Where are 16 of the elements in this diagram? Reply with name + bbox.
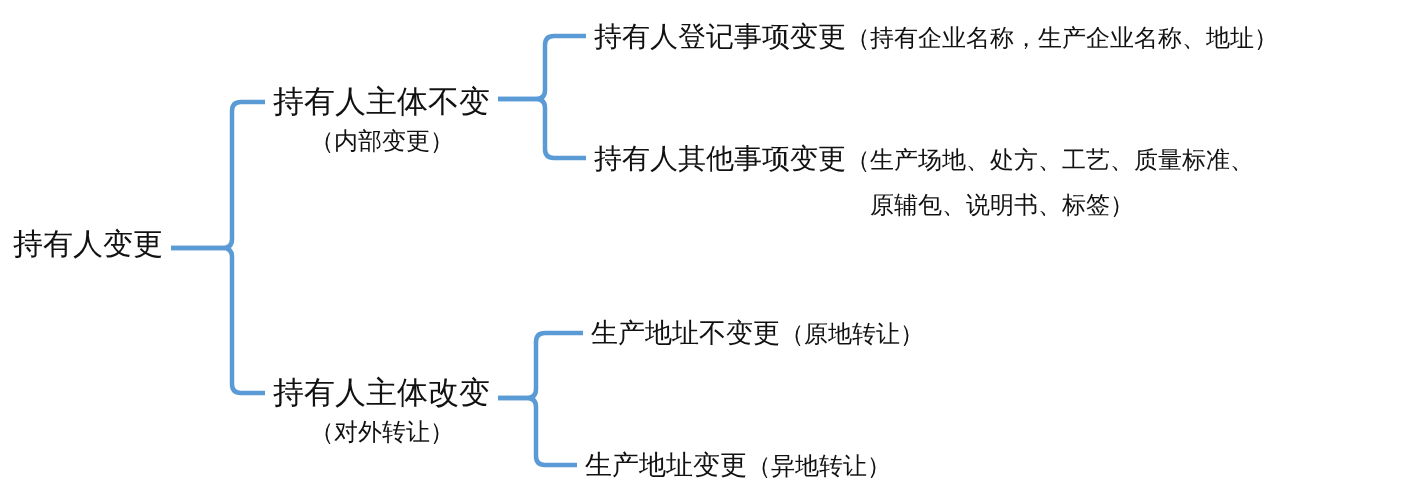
- brace-connector: [171, 245, 265, 396]
- branch-label: 持有人主体改变: [273, 374, 490, 412]
- brace-connector: [498, 395, 577, 468]
- branch-label: 持有人主体不变: [273, 83, 490, 121]
- detail-text: （持有企业名称，生产企业名称、地址）: [846, 23, 1278, 53]
- detail-text: （原地转让）: [780, 319, 924, 349]
- item-label: 生产地址不变更: [591, 316, 780, 350]
- detail-text: （异地转让）: [747, 451, 891, 481]
- note-text: （对外转让）: [308, 417, 455, 448]
- note-text: （内部变更）: [308, 126, 455, 157]
- item-label: 持有人登记事项变更: [594, 19, 846, 53]
- brace-connector: [498, 96, 586, 161]
- topic-label: 持有人变更: [13, 226, 163, 262]
- item-label: 生产地址变更: [585, 448, 747, 482]
- item-label: 持有人其他事项变更: [594, 141, 846, 175]
- detail-text: （生产场地、处方、工艺、质量标准、原辅包、说明书、标签）: [846, 144, 1255, 221]
